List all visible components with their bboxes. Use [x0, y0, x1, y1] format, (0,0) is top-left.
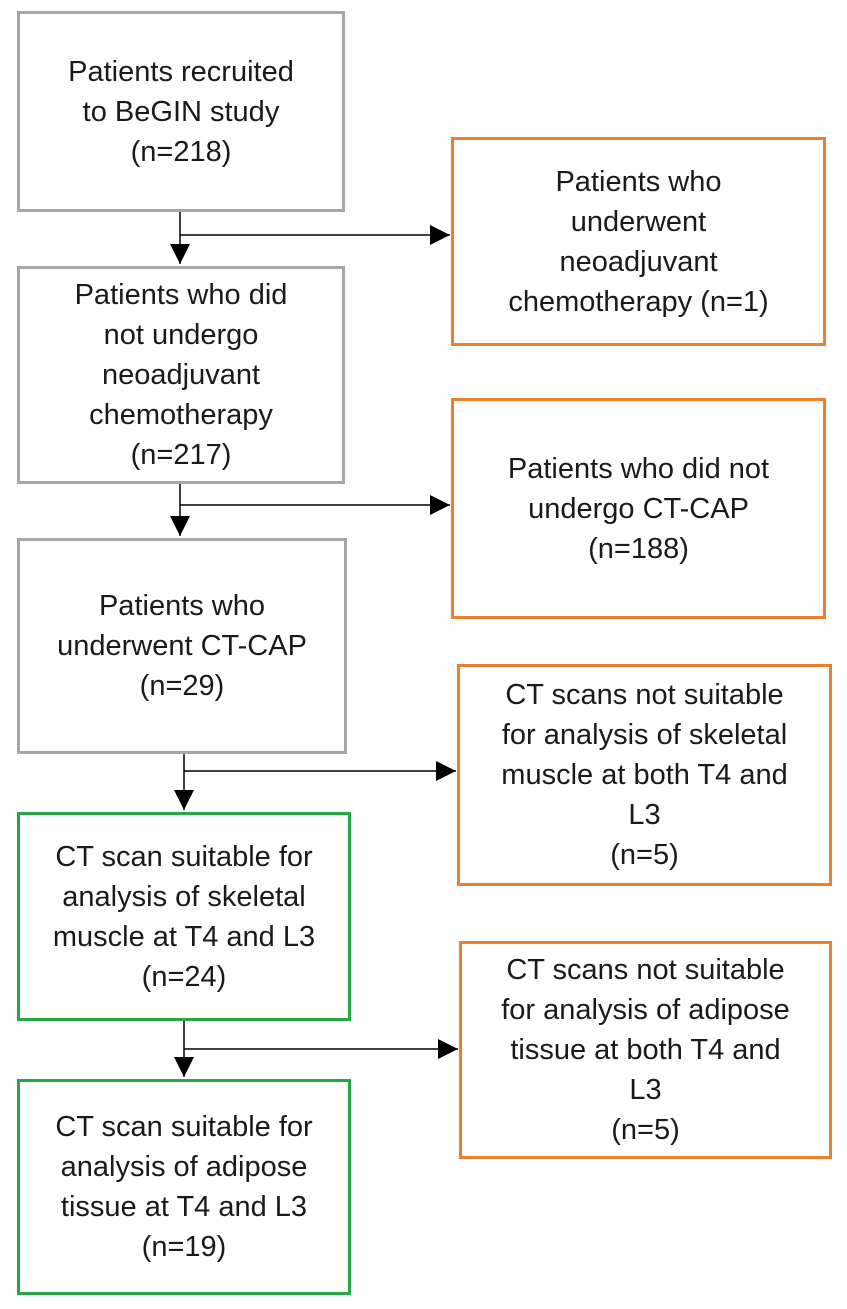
- exclusion-box-adipose-not-suitable: CT scans not suitable for analysis of ad…: [459, 941, 832, 1159]
- box-line: chemotherapy (n=1): [508, 285, 769, 318]
- box-line: neoadjuvant: [101, 359, 261, 391]
- box-line: underwent: [570, 205, 707, 238]
- box-count: (n=19): [141, 1231, 227, 1263]
- box-line: tissue at T4 and L3: [60, 1191, 308, 1223]
- box-line: chemotherapy: [89, 399, 273, 431]
- box-line: L3: [629, 1074, 662, 1106]
- box-count: (n=218): [130, 135, 232, 168]
- box-line: muscle at T4 and L3: [52, 920, 316, 953]
- flow-box-adipose-suitable: CT scan suitable for analysis of adipose…: [17, 1079, 351, 1295]
- exclusion-box-skeletal-not-suitable: CT scans not suitable for analysis of sk…: [457, 664, 832, 886]
- exclusion-box-no-ct-cap: Patients who did not undergo CT-CAP (n=1…: [451, 398, 826, 619]
- box-line: CT scans not suitable: [505, 679, 784, 711]
- box-line: to BeGIN study: [82, 95, 280, 128]
- box-line: Patients who: [555, 165, 722, 198]
- box-line: neoadjuvant: [559, 245, 718, 278]
- box-count: (n=5): [611, 1114, 680, 1146]
- box-line: for analysis of adipose: [501, 994, 790, 1026]
- box-line: L3: [628, 799, 661, 831]
- box-line: undergo CT-CAP: [528, 492, 749, 525]
- box-line: Patients who: [98, 590, 266, 622]
- box-count: (n=24): [141, 960, 227, 993]
- box-count: (n=29): [139, 670, 225, 702]
- flow-box-recruited: Patients recruited to BeGIN study (n=218…: [17, 11, 345, 212]
- box-line: Patients who did: [74, 279, 288, 311]
- box-line: muscle at both T4 and: [501, 759, 788, 791]
- box-line: not undergo: [103, 319, 259, 351]
- box-line: CT scan suitable for: [55, 840, 313, 873]
- exclusion-box-neoadjuvant: Patients who underwent neoadjuvant chemo…: [451, 137, 826, 346]
- box-line: CT scan suitable for: [55, 1111, 313, 1143]
- box-line: analysis of skeletal: [62, 880, 306, 913]
- box-count: (n=188): [588, 532, 689, 565]
- box-line: for analysis of skeletal: [501, 719, 788, 751]
- box-count: (n=217): [130, 439, 232, 471]
- box-line: CT scans not suitable: [506, 954, 785, 986]
- box-line: Patients who did not: [507, 452, 770, 485]
- box-line: tissue at both T4 and: [510, 1034, 781, 1066]
- box-line: underwent CT-CAP: [57, 630, 307, 662]
- box-count: (n=5): [610, 839, 679, 871]
- flow-box-ct-cap: Patients who underwent CT-CAP (n=29): [17, 538, 347, 754]
- flow-box-skeletal-muscle-suitable: CT scan suitable for analysis of skeleta…: [17, 812, 351, 1021]
- flow-box-no-neoadjuvant: Patients who did not undergo neoadjuvant…: [17, 266, 345, 484]
- box-line: analysis of adipose: [60, 1151, 308, 1183]
- box-line: Patients recruited: [68, 55, 294, 88]
